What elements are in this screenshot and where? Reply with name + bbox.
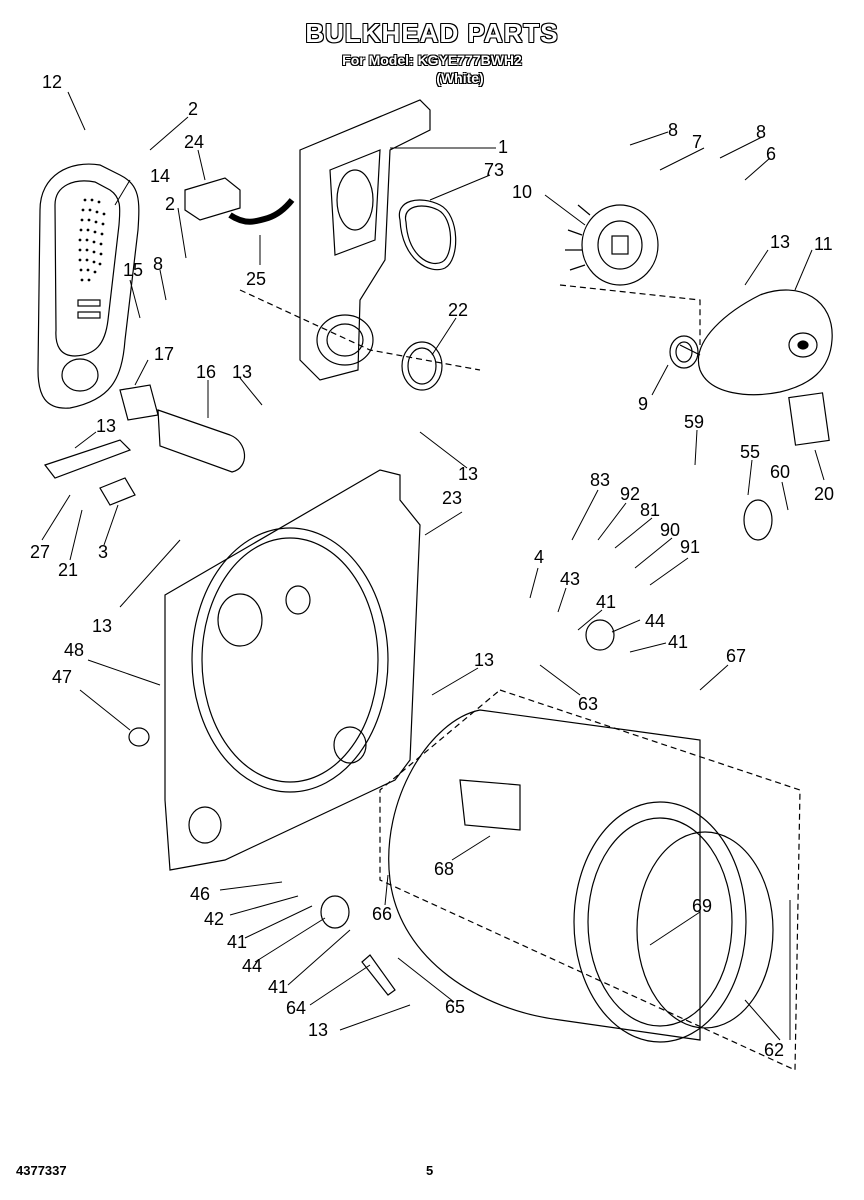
callout-17: 17 bbox=[154, 344, 174, 364]
callout-7: 7 bbox=[692, 132, 702, 152]
callout-83: 83 bbox=[590, 470, 610, 490]
callout-44: 44 bbox=[242, 956, 262, 976]
callout-41: 41 bbox=[596, 592, 616, 612]
callout-8: 8 bbox=[668, 120, 678, 140]
callout-8: 8 bbox=[756, 122, 766, 142]
callout-13: 13 bbox=[232, 362, 252, 382]
callout-60: 60 bbox=[770, 462, 790, 482]
callout-13: 13 bbox=[474, 650, 494, 670]
callout-48: 48 bbox=[64, 640, 84, 660]
callout-41: 41 bbox=[668, 632, 688, 652]
callout-66: 66 bbox=[372, 904, 392, 924]
callout-21: 21 bbox=[58, 560, 78, 580]
callout-27: 27 bbox=[30, 542, 50, 562]
blower-housing-part bbox=[679, 289, 833, 396]
callout-46: 46 bbox=[190, 884, 210, 904]
seal-9-part bbox=[669, 335, 699, 369]
callout-55: 55 bbox=[740, 442, 760, 462]
callout-67: 67 bbox=[726, 646, 746, 666]
callout-43: 43 bbox=[560, 569, 580, 589]
drum-boundary-dashed bbox=[379, 689, 801, 1071]
callout-2: 2 bbox=[188, 99, 198, 119]
callout-68: 68 bbox=[434, 859, 454, 879]
callout-91: 91 bbox=[680, 537, 700, 557]
callout-15: 15 bbox=[123, 260, 143, 280]
gasket-22-part bbox=[401, 341, 443, 391]
callout-13: 13 bbox=[458, 464, 478, 484]
color-line: (White) bbox=[436, 70, 484, 86]
callout-69: 69 bbox=[692, 896, 712, 916]
callout-81: 81 bbox=[640, 500, 660, 520]
grille-panel-part bbox=[37, 163, 140, 409]
bulkhead-duct-part bbox=[299, 99, 431, 381]
page-number: 5 bbox=[426, 1163, 434, 1178]
callout-23: 23 bbox=[442, 488, 462, 508]
callout-4: 4 bbox=[534, 547, 544, 567]
page-title: BULKHEAD PARTS bbox=[305, 18, 559, 48]
callout-44: 44 bbox=[645, 611, 665, 631]
callout-24: 24 bbox=[184, 132, 204, 152]
nut-47-part bbox=[128, 727, 150, 747]
callout-62: 62 bbox=[764, 1040, 784, 1060]
harness-part bbox=[184, 177, 295, 225]
callout-13: 13 bbox=[770, 232, 790, 252]
callout-14: 14 bbox=[150, 166, 170, 186]
callout-41: 41 bbox=[268, 977, 288, 997]
callout-2: 2 bbox=[165, 194, 175, 214]
thermostat-3-part bbox=[99, 477, 136, 506]
callout-64: 64 bbox=[286, 998, 306, 1018]
callout-8: 8 bbox=[153, 254, 163, 274]
callout-25: 25 bbox=[246, 269, 266, 289]
callout-1: 1 bbox=[498, 137, 508, 157]
gasket-73-part bbox=[398, 199, 457, 271]
label-20-part bbox=[788, 392, 830, 446]
blower-wheel-part bbox=[565, 204, 659, 286]
model-line: For Model: KGYE777BWH2 bbox=[342, 52, 522, 68]
callout-11: 11 bbox=[814, 234, 833, 254]
support-64-part bbox=[361, 954, 396, 996]
callout-3: 3 bbox=[98, 542, 108, 562]
callout-47: 47 bbox=[52, 667, 72, 687]
callout-6: 6 bbox=[766, 144, 776, 164]
drum-part bbox=[388, 709, 774, 1043]
callout-13: 13 bbox=[308, 1020, 328, 1040]
callout-59: 59 bbox=[684, 412, 704, 432]
callout-22: 22 bbox=[448, 300, 468, 320]
callout-63: 63 bbox=[578, 694, 598, 714]
callout-13: 13 bbox=[96, 416, 116, 436]
callout-10: 10 bbox=[512, 182, 532, 202]
roller-44b-part bbox=[320, 895, 350, 929]
callout-13: 13 bbox=[92, 616, 112, 636]
lamp-cover-60-part bbox=[743, 499, 773, 541]
callout-73: 73 bbox=[484, 160, 504, 180]
callout-16: 16 bbox=[196, 362, 216, 382]
callout-20: 20 bbox=[814, 484, 834, 504]
callout-90: 90 bbox=[660, 520, 680, 540]
callout-41: 41 bbox=[227, 932, 247, 952]
bracket-27-part bbox=[44, 439, 132, 479]
callout-42: 42 bbox=[204, 909, 224, 929]
callout-9: 9 bbox=[638, 394, 648, 414]
callout-65: 65 bbox=[445, 997, 465, 1017]
roller-44-part bbox=[585, 619, 615, 651]
callout-92: 92 bbox=[620, 484, 640, 504]
callout-12: 12 bbox=[42, 72, 62, 92]
document-number: 4377337 bbox=[16, 1163, 67, 1178]
capacitor-part bbox=[119, 384, 246, 473]
front-bulkhead-part bbox=[164, 469, 421, 871]
